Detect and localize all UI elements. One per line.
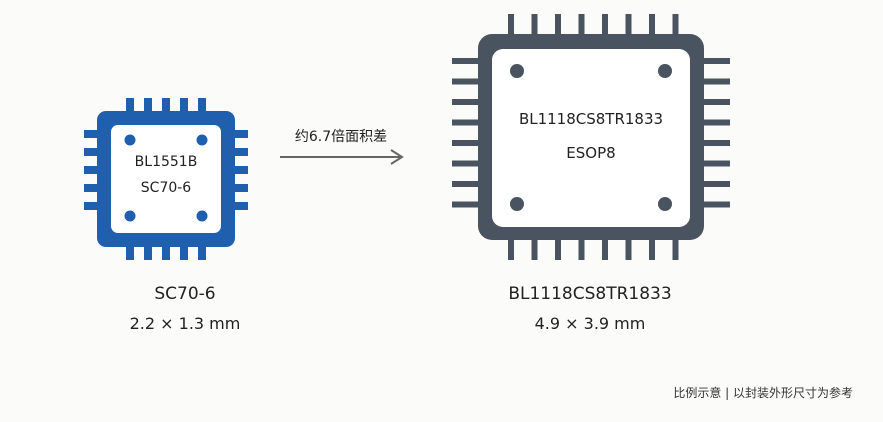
small-chip-pin-bottom xyxy=(144,244,152,260)
small-chip-pin-bottom xyxy=(126,244,134,260)
arrow-label: 约6.7倍面积差 xyxy=(295,129,387,145)
large-chip-pin-right xyxy=(700,99,730,105)
large-chip-pin-left xyxy=(452,99,482,105)
large-chip-pin-top xyxy=(602,14,608,38)
arrow-head-icon xyxy=(390,149,404,165)
large-chip-pin-bottom xyxy=(508,236,514,260)
large-chip-mount-dot xyxy=(658,197,672,211)
large-chip-pin-left xyxy=(452,78,482,85)
small-chip-label-line2: SC70-6 xyxy=(141,180,192,196)
large-chip-caption-size: 4.9 × 3.9 mm xyxy=(534,314,646,333)
large-chip-pin-right xyxy=(700,140,730,146)
large-chip-pin-left xyxy=(452,58,482,64)
large-chip-pin-bottom xyxy=(555,236,561,260)
large-chip-caption-name: BL1118CS8TR1833 xyxy=(508,284,672,304)
small-chip-mount-dot xyxy=(124,210,136,222)
small-chip-label-line1: BL1551B xyxy=(135,154,198,170)
small-chip-pin-left xyxy=(84,130,100,138)
large-chip-pins xyxy=(452,14,730,260)
small-chip-pin-right xyxy=(232,166,248,174)
large-chip-pin-top xyxy=(508,14,514,38)
small-chip-caption-size: 2.2 × 1.3 mm xyxy=(129,314,241,333)
large-chip-mount-dot xyxy=(510,64,524,78)
large-chip-pin-bottom xyxy=(602,236,608,260)
large-chip-pin-bottom xyxy=(649,236,655,260)
small-chip-pin-top xyxy=(126,98,134,114)
large-chip-pin-top xyxy=(531,14,538,38)
small-chip-mount-dot xyxy=(196,210,208,222)
small-chip-mount-dot xyxy=(124,134,136,146)
large-chip-pin-right xyxy=(700,181,730,187)
comparison-arrow: 约6.7倍面积差 xyxy=(280,129,404,165)
small-chip-caption: SC70-6 2.2 × 1.3 mm xyxy=(80,283,290,335)
small-chip-pin-bottom xyxy=(180,244,188,260)
small-chip-pin-left xyxy=(84,166,100,174)
small-chip-inner-panel xyxy=(111,125,221,233)
large-chip-label-line1: BL1118CS8TR1833 xyxy=(519,110,663,128)
large-chip-mount-dot xyxy=(510,197,524,211)
large-chip-pin-right xyxy=(700,58,730,64)
large-chip: BL1118CS8TR1833 ESOP8 xyxy=(452,14,730,260)
large-chip-pin-top xyxy=(578,14,585,38)
large-chip-inner-panel xyxy=(492,49,690,227)
large-chip-pin-top xyxy=(625,14,632,38)
large-chip-pin-left xyxy=(452,201,482,208)
small-chip-pin-left xyxy=(84,148,100,156)
large-chip-pin-top xyxy=(555,14,561,38)
small-chip-pins xyxy=(84,98,248,260)
large-chip-pin-right xyxy=(700,160,730,167)
large-chip-pin-left xyxy=(452,140,482,146)
large-chip-pin-top xyxy=(649,14,655,38)
small-chip-pin-right xyxy=(232,148,248,156)
large-chip-pin-right xyxy=(700,78,730,85)
large-chip-pin-left xyxy=(452,119,482,126)
small-chip-pin-top xyxy=(162,98,170,114)
footnote: 比例示意 | 以封装外形尺寸为参考 xyxy=(673,386,853,400)
large-chip-pin-top xyxy=(672,14,679,38)
small-chip-pin-bottom xyxy=(198,244,206,260)
large-chip-mount-dot xyxy=(658,64,672,78)
small-chip-pin-left xyxy=(84,184,100,192)
large-chip-caption: BL1118CS8TR1833 4.9 × 3.9 mm xyxy=(440,283,740,335)
large-chip-pin-left xyxy=(452,181,482,187)
large-chip-pin-bottom xyxy=(672,236,679,260)
large-chip-pin-right xyxy=(700,119,730,126)
small-chip-pin-top xyxy=(144,98,152,114)
large-chip-pin-bottom xyxy=(578,236,585,260)
large-chip-pin-bottom xyxy=(625,236,632,260)
small-chip-mount-dot xyxy=(196,134,208,146)
small-chip-pin-right xyxy=(232,202,248,210)
large-chip-pin-right xyxy=(700,201,730,208)
small-chip-pin-bottom xyxy=(162,244,170,260)
small-chip-pin-top xyxy=(180,98,188,114)
small-chip-pin-top xyxy=(198,98,206,114)
small-chip-pin-right xyxy=(232,130,248,138)
large-chip-label-line2: ESOP8 xyxy=(566,144,615,162)
small-chip-pin-left xyxy=(84,202,100,210)
small-chip-pin-right xyxy=(232,184,248,192)
small-chip-caption-name: SC70-6 xyxy=(154,284,216,304)
small-chip: BL1551B SC70-6 xyxy=(84,98,248,260)
large-chip-pin-left xyxy=(452,160,482,167)
large-chip-pin-bottom xyxy=(531,236,538,260)
